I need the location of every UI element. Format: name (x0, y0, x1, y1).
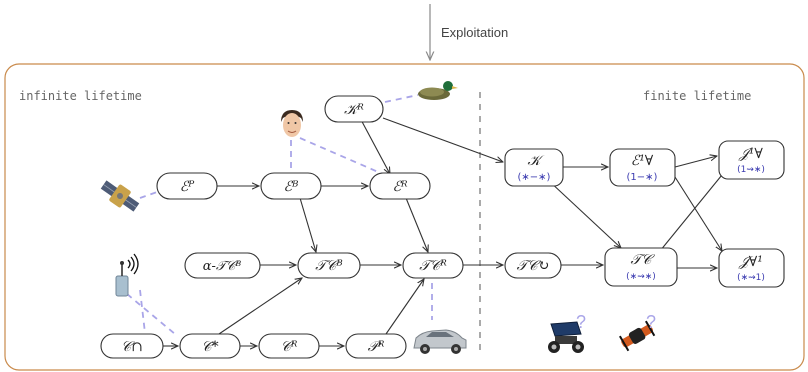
derivation-edges (163, 115, 726, 346)
outer-frame (4, 63, 805, 371)
svg-text:ℰᴮ: ℰᴮ (284, 179, 299, 195)
node-E1A: ℰ¹∀ (1−∗) (609, 148, 676, 187)
node-K: 𝒦 (∗−∗) (504, 148, 564, 187)
solar-rover-icon (548, 321, 584, 353)
node-C-star: 𝒞* (179, 333, 241, 359)
svg-text:(∗−∗): (∗−∗) (518, 172, 551, 183)
svg-text:(1−∗): (1−∗) (627, 172, 658, 183)
node-TCR: 𝒯𝒞ᴿ (402, 252, 464, 279)
node-KR: 𝒦ᴿ (324, 95, 384, 123)
node-alpha-TCB: α-𝒯𝒞ᴮ (184, 252, 261, 279)
node-TC-cycle: 𝒯𝒞↻ (504, 252, 562, 279)
association-links (126, 94, 433, 335)
node-TCB: 𝒯𝒞ᴮ (297, 252, 361, 279)
node-TC: 𝒯𝒞 (∗⇝∗) (604, 247, 678, 287)
svg-text:(∗⇝∗): (∗⇝∗) (626, 272, 656, 282)
node-J1A: 𝒥¹∀ (1⇝∗) (718, 140, 785, 180)
node-C-cap: 𝒞∩ (100, 333, 164, 359)
svg-text:𝒯𝒞↻: 𝒯𝒞↻ (517, 258, 550, 274)
svg-text:𝒥¹∀: 𝒥¹∀ (738, 146, 763, 162)
node-EB: ℰᴮ (260, 172, 322, 200)
svg-text:𝒯𝒞: 𝒯𝒞 (631, 252, 656, 268)
node-PR: 𝒫ᴿ (345, 333, 407, 359)
car-icon (413, 329, 467, 354)
svg-text:ℰᴿ: ℰᴿ (392, 179, 407, 195)
rover-question-mark: ? (576, 312, 586, 332)
svg-text:(1⇝∗): (1⇝∗) (737, 165, 765, 175)
svg-text:ℰᴾ: ℰᴾ (180, 179, 195, 195)
svg-text:𝒞*: 𝒞* (201, 339, 218, 355)
duck-icon (418, 81, 458, 100)
drone-question-mark: ? (646, 312, 656, 332)
svg-text:𝒦ᴿ: 𝒦ᴿ (344, 102, 364, 118)
satellite-icon (100, 180, 140, 212)
svg-text:𝒞ᴿ: 𝒞ᴿ (281, 339, 298, 355)
svg-text:𝒞∩: 𝒞∩ (121, 339, 143, 355)
person-face-icon (281, 110, 303, 137)
node-EP: ℰᴾ (156, 172, 218, 200)
svg-text:𝒥∀¹: 𝒥∀¹ (738, 254, 763, 270)
svg-text:𝒯𝒞ᴿ: 𝒯𝒞ᴿ (419, 258, 447, 274)
finite-lifetime-label: finite lifetime (643, 89, 751, 103)
svg-text:𝒫ᴿ: 𝒫ᴿ (368, 339, 385, 355)
svg-text:ℰ¹∀: ℰ¹∀ (631, 153, 654, 169)
node-CR: 𝒞ᴿ (258, 333, 320, 359)
drone-icon (619, 320, 656, 352)
svg-text:(∗⇝1): (∗⇝1) (737, 273, 765, 283)
svg-text:α-𝒯𝒞ᴮ: α-𝒯𝒞ᴮ (203, 259, 242, 274)
node-JA1: 𝒥∀¹ (∗⇝1) (718, 248, 785, 288)
node-ER: ℰᴿ (369, 172, 431, 200)
infinite-lifetime-label: infinite lifetime (19, 89, 142, 103)
svg-text:𝒯𝒞ᴮ: 𝒯𝒞ᴮ (315, 258, 343, 274)
exploitation-label: Exploitation (441, 25, 508, 40)
radio-antenna-icon (115, 253, 139, 297)
